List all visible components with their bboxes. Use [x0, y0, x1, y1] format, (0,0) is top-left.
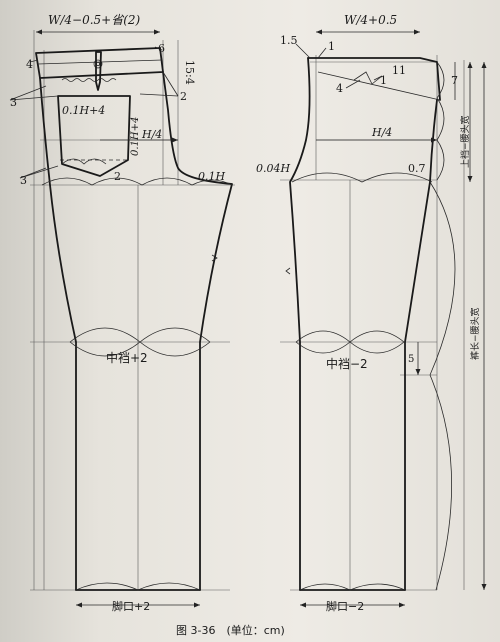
back-label-1b: 1 [380, 74, 387, 87]
front-label-2c: 2 [114, 170, 121, 183]
front-label-15-4: 15:4 [183, 60, 196, 85]
front-label-3b: 3 [20, 174, 27, 187]
back-label-5: 5 [408, 354, 414, 365]
back-label-1-5: 1.5 [280, 34, 298, 47]
back-rise-label: 上裆−腰头宽 [459, 115, 471, 168]
back-hem-label: 脚口−2 [326, 599, 364, 613]
front-pocket-formula: 0.1H+4 [62, 104, 105, 117]
front-label-4: 4 [26, 58, 33, 71]
back-piece: W/4+0.5 1.5 1 11 4 1 7 上裆−腰头宽 H/4 0.04H … [256, 13, 487, 613]
figure-caption: 图 3-36 (单位：cm) [176, 623, 285, 637]
front-seat-formula: H/4 [141, 128, 162, 141]
front-crotch-ext: 0.1H [198, 170, 225, 183]
back-knee-label: 中裆−2 [326, 356, 368, 371]
back-seat-formula: H/4 [371, 126, 392, 139]
front-knee-label: 中裆+2 [106, 350, 148, 365]
back-waist-formula: W/4+0.5 [344, 13, 397, 27]
back-label-4: 4 [336, 82, 343, 95]
front-label-6: 6 [158, 42, 165, 55]
front-label-2a: 2 [180, 90, 187, 103]
front-pocket-depth-formula: 0.1H+4 [130, 117, 141, 156]
back-label-1a: 1 [328, 40, 335, 53]
front-label-3a: 3 [10, 96, 17, 109]
back-label-11: 11 [392, 64, 406, 77]
back-label-0-7: 0.7 [408, 162, 426, 175]
front-waist-formula: W/4−0.5+省(2) [48, 13, 141, 27]
back-length-label: 裤长−腰头宽 [469, 307, 481, 360]
back-crotch-ext: 0.04H [256, 162, 290, 175]
front-piece: W/4−0.5+省(2) 6 15:4 4 3 2 0.1H+4 0.1H+4 … [9, 13, 235, 613]
front-hem-label: 脚口+2 [112, 599, 150, 613]
back-label-7: 7 [451, 74, 458, 87]
